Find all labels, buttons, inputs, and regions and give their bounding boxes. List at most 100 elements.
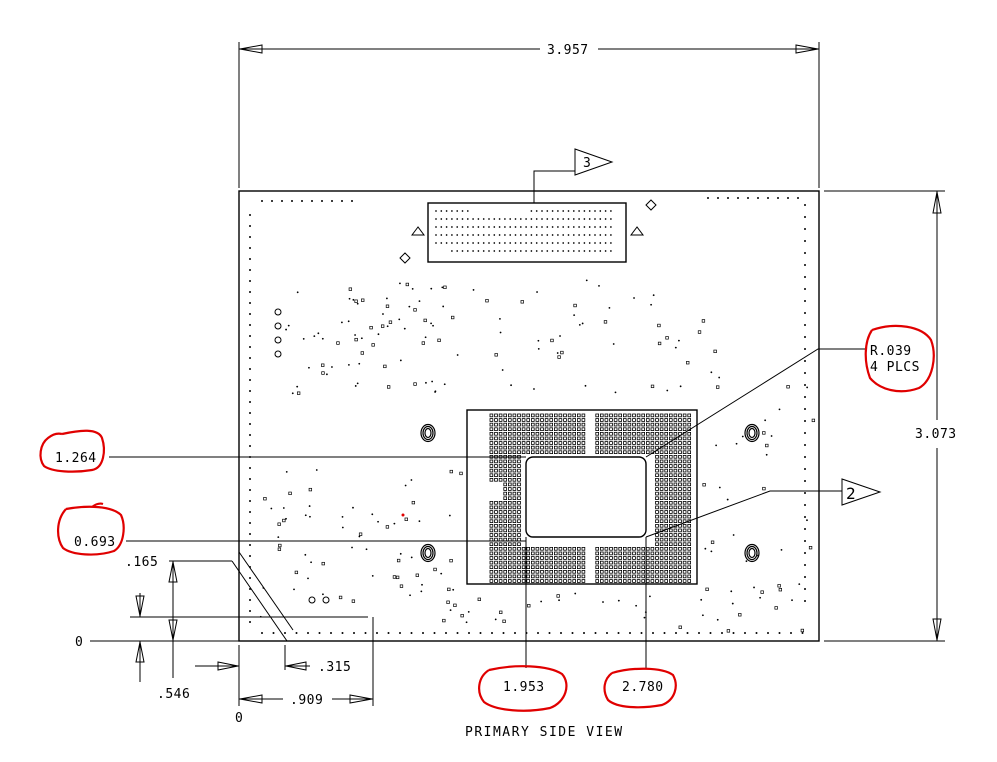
socket-pad	[526, 436, 530, 441]
pad-dot	[801, 632, 804, 634]
socket-pad	[678, 505, 682, 510]
component-dot	[556, 352, 559, 354]
socket-pad	[494, 514, 498, 519]
socket-pad	[682, 533, 687, 537]
component-pad	[560, 350, 564, 355]
pad-dot	[804, 312, 806, 314]
socket-pad	[687, 436, 691, 441]
component-dot	[403, 327, 406, 330]
component-dot	[371, 513, 374, 516]
socket-pad	[572, 413, 576, 418]
socket-pad	[503, 496, 507, 500]
socket-pad	[507, 519, 512, 523]
pad-dot	[804, 564, 806, 566]
socket-pad	[507, 570, 512, 574]
socket-pad	[540, 556, 544, 560]
socket-pad	[673, 436, 678, 441]
pad-dot	[341, 200, 343, 202]
socket-pad	[558, 570, 563, 574]
component-pad	[296, 391, 301, 395]
mounting-hole-ring	[748, 547, 756, 559]
component-pad	[527, 604, 531, 608]
socket-pad	[517, 445, 521, 450]
pad-dot	[737, 197, 739, 199]
mounting-hole-ring	[746, 545, 758, 561]
socket-pad	[517, 556, 521, 560]
connector-pin	[572, 210, 575, 212]
socket-pad	[494, 445, 498, 450]
connector-pin	[509, 250, 512, 252]
socket-pad	[494, 431, 498, 436]
socket-pad	[604, 422, 609, 427]
component-dot	[326, 373, 328, 376]
connector-pin	[525, 234, 527, 236]
component-dot	[499, 331, 502, 334]
socket-pad	[678, 556, 682, 560]
socket-pad	[600, 418, 604, 422]
socket-pad	[498, 570, 503, 574]
component-pad	[446, 600, 450, 604]
component-dot	[282, 507, 285, 509]
socket-pad	[494, 551, 498, 556]
socket-pad	[632, 570, 636, 574]
pad-dot	[387, 632, 390, 634]
socket-pad	[595, 574, 599, 579]
pad-dot	[249, 357, 251, 359]
socket-pad	[549, 574, 553, 579]
connector-pin	[461, 242, 464, 244]
socket-pad	[521, 445, 526, 450]
connector-pin	[551, 210, 554, 212]
connector-pin	[594, 218, 596, 220]
socket-pad	[659, 413, 664, 418]
connector-pin	[472, 234, 474, 236]
socket-pad	[604, 551, 609, 556]
connector-pin	[530, 242, 533, 244]
socket-pad	[526, 565, 530, 569]
component-pad	[702, 483, 706, 487]
socket-pad	[632, 441, 636, 445]
pad-dot	[301, 200, 303, 202]
socket-pad	[498, 418, 503, 422]
socket-pad	[669, 413, 673, 418]
socket-pad	[558, 422, 563, 427]
component-dot	[674, 346, 677, 349]
socket-pad	[517, 565, 521, 569]
component-pad	[678, 625, 682, 629]
socket-pad	[577, 413, 581, 418]
socket-pad	[659, 505, 664, 510]
component-dot	[558, 599, 560, 602]
socket-pad	[498, 556, 503, 560]
socket-pad	[517, 487, 521, 491]
socket-pad	[595, 427, 599, 431]
component-pad	[395, 575, 400, 580]
socket-pad	[673, 422, 678, 427]
socket-pad	[517, 491, 521, 496]
component-dot	[501, 369, 504, 371]
connector-pin	[472, 250, 474, 252]
socket-pad	[544, 551, 549, 556]
socket-pad	[669, 473, 673, 477]
pad-dot	[804, 516, 806, 518]
pad-dot	[291, 200, 293, 202]
connector-pin	[557, 226, 559, 228]
socket-pad	[494, 533, 498, 537]
component-pad	[396, 558, 401, 563]
socket-pad	[618, 574, 622, 579]
component-dot	[581, 322, 584, 325]
connector-pin	[583, 218, 586, 220]
connector-pin	[599, 234, 602, 236]
socket-pad	[567, 422, 572, 427]
pad-dot	[491, 632, 493, 634]
view-title: PRIMARY SIDE VIEW	[465, 725, 624, 740]
socket-pad	[498, 500, 503, 505]
pad-dot	[804, 492, 806, 494]
connector-pin	[594, 242, 596, 244]
socket-pad	[489, 579, 494, 583]
socket-pad	[678, 542, 682, 546]
connector-pin	[599, 250, 602, 252]
component-dot	[308, 505, 311, 507]
socket-pad	[512, 422, 517, 427]
connector-pin	[562, 242, 565, 244]
socket-pad	[494, 519, 498, 523]
socket-pad	[572, 450, 576, 454]
